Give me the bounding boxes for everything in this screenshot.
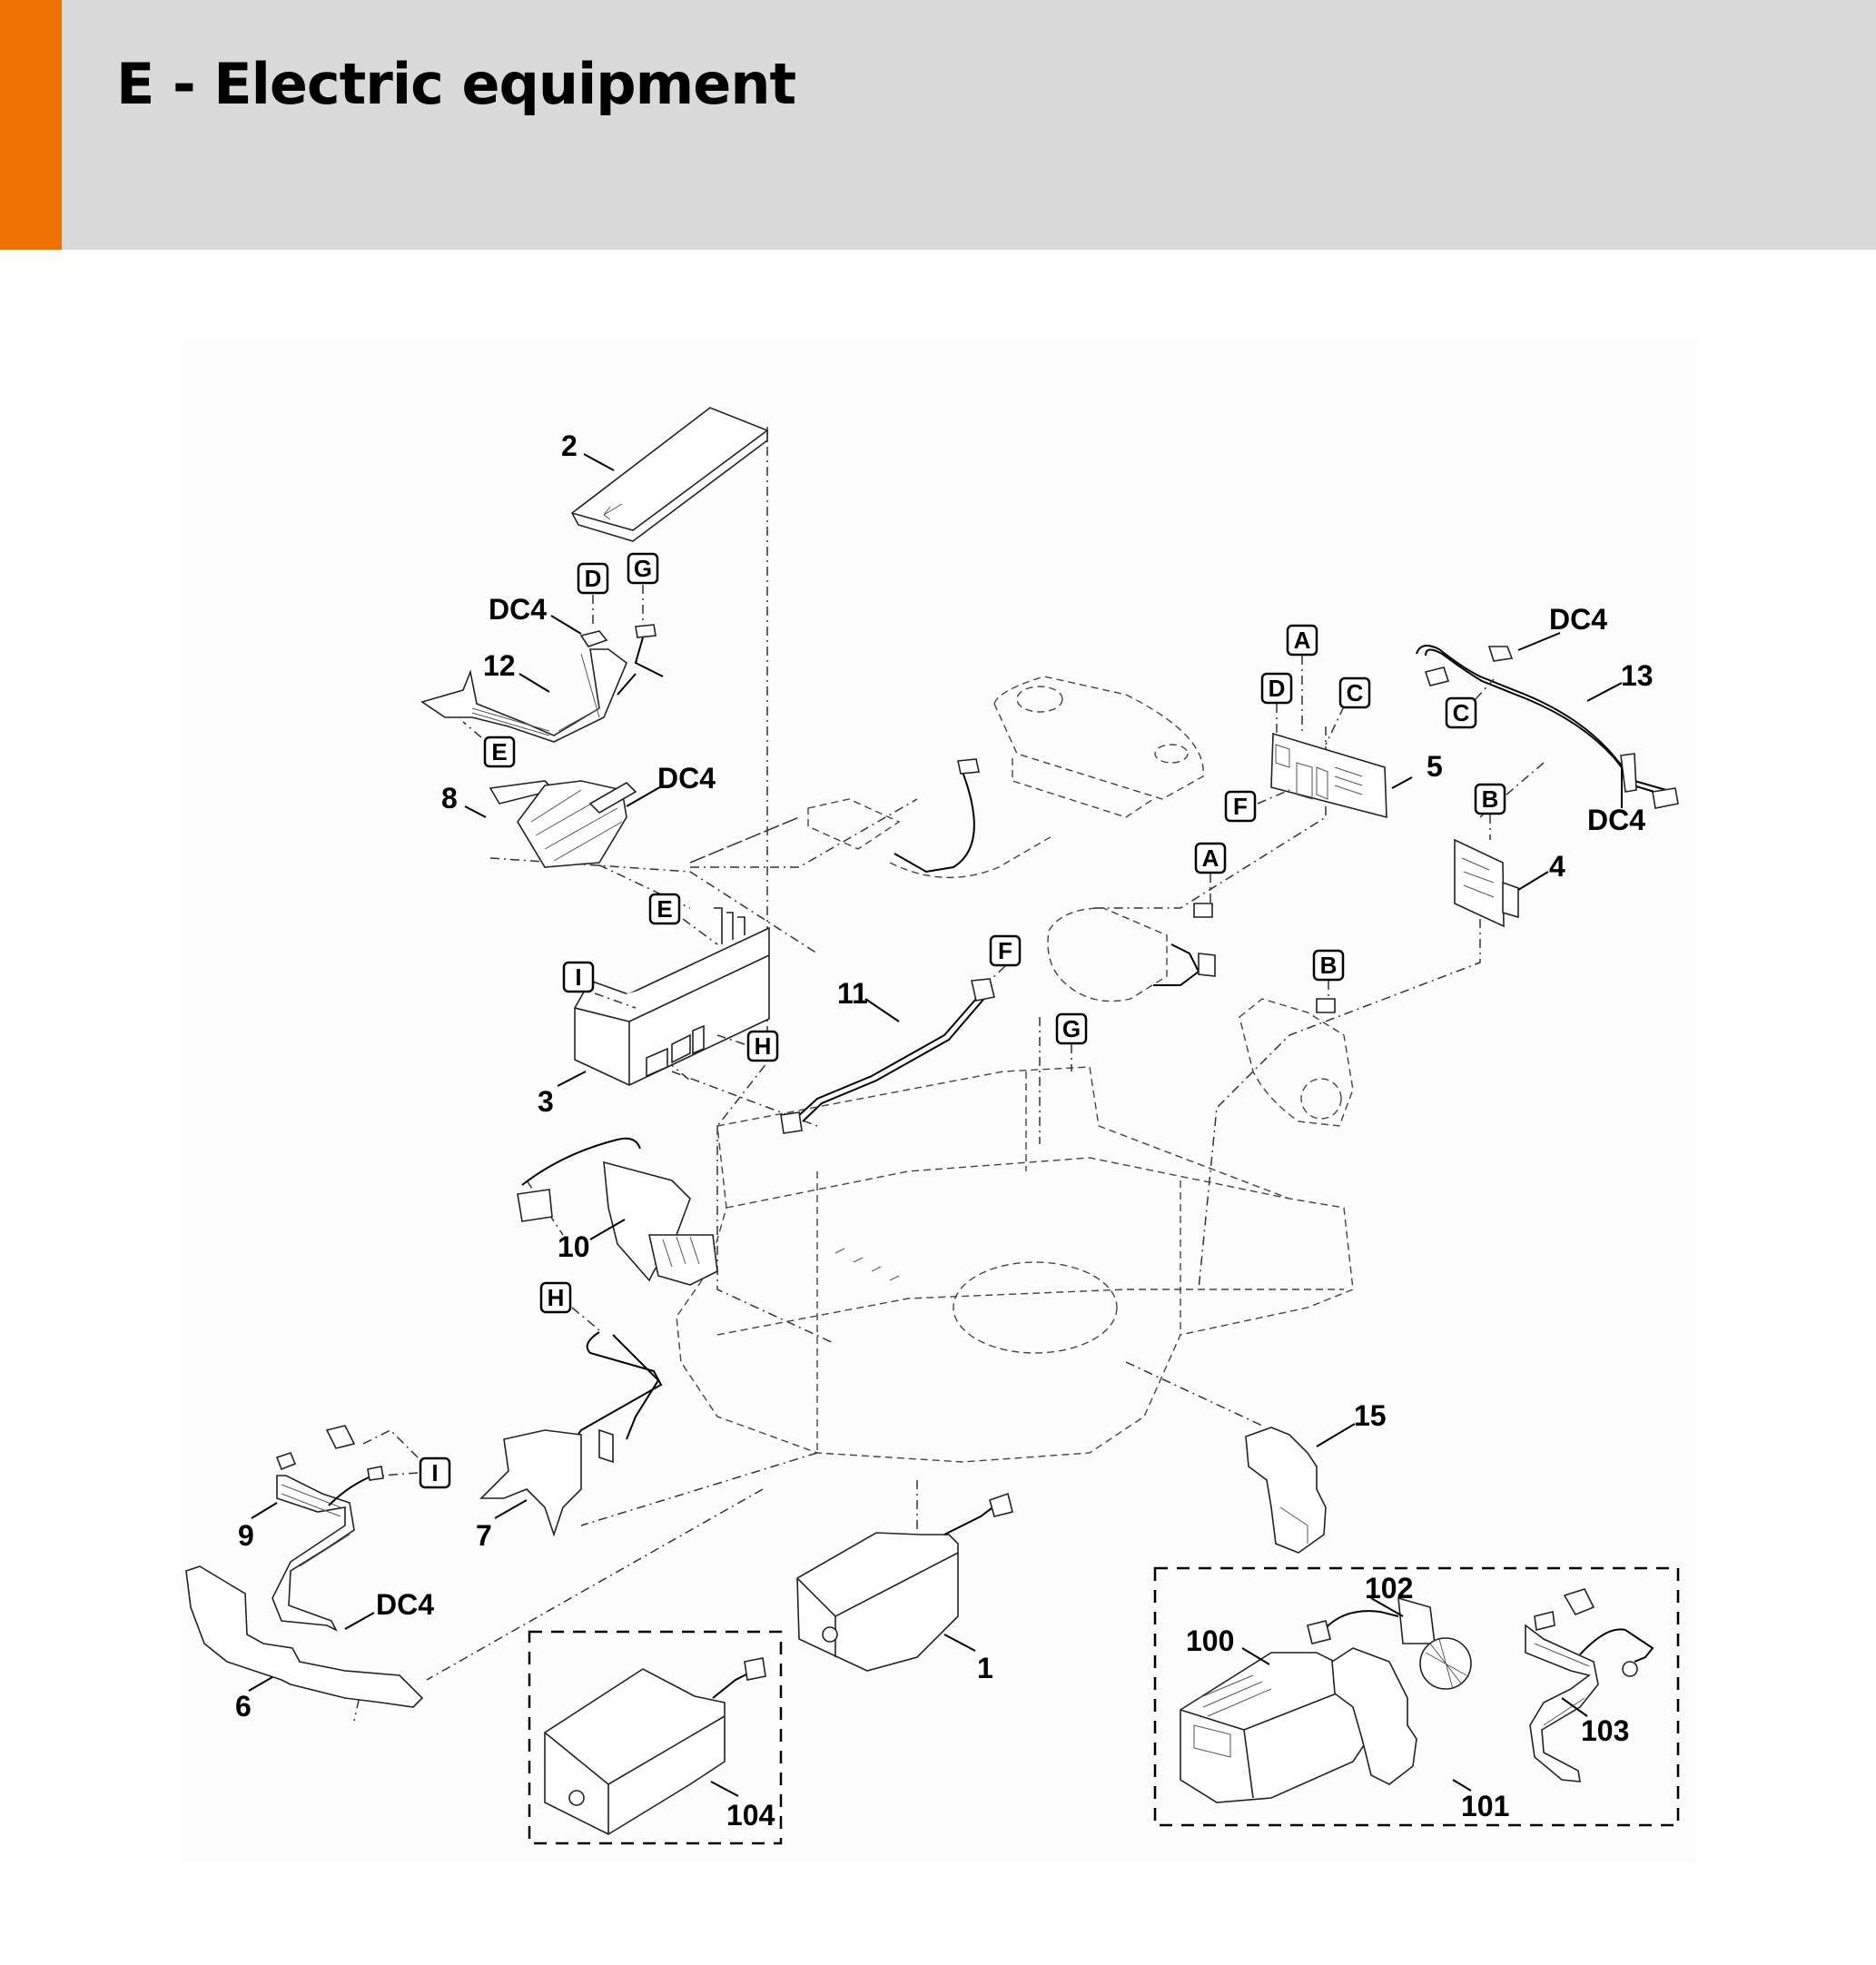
svg-text:I: I [575,963,581,991]
svg-text:D: D [585,565,602,592]
connector-box-d: D [577,562,609,595]
part-8-ribbon-cable[interactable] [489,780,637,868]
svg-text:E: E [657,895,672,923]
part-label-103: 103 [1581,1714,1629,1747]
svg-text:B: B [1482,785,1499,813]
kit-box-104 [528,1630,783,1845]
connector-box-d: D [1260,672,1293,705]
connector-box-h: H [746,1030,779,1062]
part-label-100: 100 [1186,1624,1234,1657]
connector-box-e: E [648,893,681,925]
part-6-blade-plate[interactable] [185,1565,424,1708]
svg-text:C: C [1347,679,1364,706]
page-title: E - Electric equipment [116,51,796,117]
svg-text:G: G [1062,1015,1081,1042]
connector-box-e: E [483,736,516,768]
control-panel [807,676,1204,878]
part-9-ribbon-cable[interactable] [272,1425,384,1632]
connector-box-c: C [1445,696,1477,729]
svg-text:B: B [1320,952,1338,979]
part-101-bracket[interactable] [1331,1647,1417,1785]
part-label-1: 1 [977,1652,993,1684]
part-label-102: 102 [1365,1572,1413,1605]
part-15-bracket[interactable] [1245,1427,1327,1554]
connector-box-g: G [1055,1012,1088,1045]
part-label-7: 7 [476,1519,492,1552]
connector-letter-labels: D G E E I H F A D C F C B A B G H I [419,552,1506,1489]
part-label-10: 10 [558,1230,590,1263]
part-label-11: 11 [837,977,868,1010]
part-1-battery[interactable] [796,1492,1013,1672]
svg-text:G: G [634,555,652,582]
svg-text:C: C [1453,699,1470,726]
connector-leaders [380,585,1495,1476]
accent-bar [0,0,62,250]
connector-box-f: F [989,934,1022,967]
connector-box-b: B [1312,949,1345,982]
part-label-101: 101 [1461,1790,1509,1822]
connector-box-a: A [1194,842,1227,874]
part-12-ribbon-cable[interactable] [420,624,664,743]
part-11-cable-harness[interactable] [780,978,995,1134]
part-103-ribbon-cable[interactable] [1525,1588,1654,1782]
part-2-cover-plate[interactable] [570,407,768,542]
part-104-battery-kit[interactable] [544,1657,766,1835]
part-label-12: 12 [483,649,516,682]
part-label-3: 3 [538,1085,554,1118]
part-number-labels: 2 12 8 3 11 5 13 4 10 9 7 6 15 1 104 100… [235,430,1654,1832]
connector-box-h: H [539,1281,572,1314]
part-label-8: 8 [441,782,458,815]
part-label-2: 2 [561,430,578,462]
part-label-9: 9 [238,1519,254,1552]
connector-box-c: C [1338,676,1371,709]
part-100-battery-pack[interactable] [1180,1652,1372,1803]
part-102-coil-holder[interactable] [1307,1596,1472,1690]
page-header: E - Electric equipment [0,0,1876,250]
dc4-label: DC4 [1549,603,1607,636]
svg-text:E: E [491,738,507,765]
dc4-label: DC4 [1587,804,1645,836]
chassis-frame [676,1066,1354,1463]
dc4-label: DC4 [376,1588,434,1621]
connector-box-b: B [1474,783,1506,815]
part-label-5: 5 [1427,750,1443,783]
leader-lines [248,453,1623,1797]
connector-box-a: A [1286,624,1318,657]
connector-box-f: F [1224,790,1257,823]
part-4-circuit-board[interactable] [1454,838,1519,928]
part-13-wiring-harness[interactable] [1416,645,1679,809]
svg-text:D: D [1269,675,1286,702]
connector-box-i: I [562,961,595,993]
part-7-sensor-holder[interactable] [479,1331,663,1537]
part-label-15: 15 [1354,1399,1387,1432]
kit-box-100-103 [1153,1566,1680,1827]
svg-text:F: F [1233,793,1248,820]
dc4-label: DC4 [489,593,547,626]
svg-text:H: H [548,1284,565,1311]
part-label-4: 4 [1549,850,1565,883]
part-10-charging-module[interactable] [517,1137,718,1286]
dc4-labels: DC4 DC4 DC4 DC4 DC4 [376,593,1645,1621]
svg-text:A: A [1294,627,1311,654]
part-5-circuit-board[interactable] [1270,732,1387,819]
drive-motor-b [1239,998,1354,1127]
part-3-electronics-housing[interactable] [574,907,770,1086]
svg-text:F: F [998,937,1012,964]
part-label-6: 6 [235,1690,252,1723]
part-label-13: 13 [1621,659,1654,692]
svg-text:A: A [1202,844,1219,872]
connector-box-g: G [627,552,659,585]
part-label-104: 104 [726,1799,775,1832]
svg-text:H: H [755,1032,772,1060]
dc4-label: DC4 [657,762,716,795]
svg-text:I: I [431,1459,438,1486]
drive-motor-a [1047,903,1216,1002]
connector-box-i: I [419,1456,451,1489]
